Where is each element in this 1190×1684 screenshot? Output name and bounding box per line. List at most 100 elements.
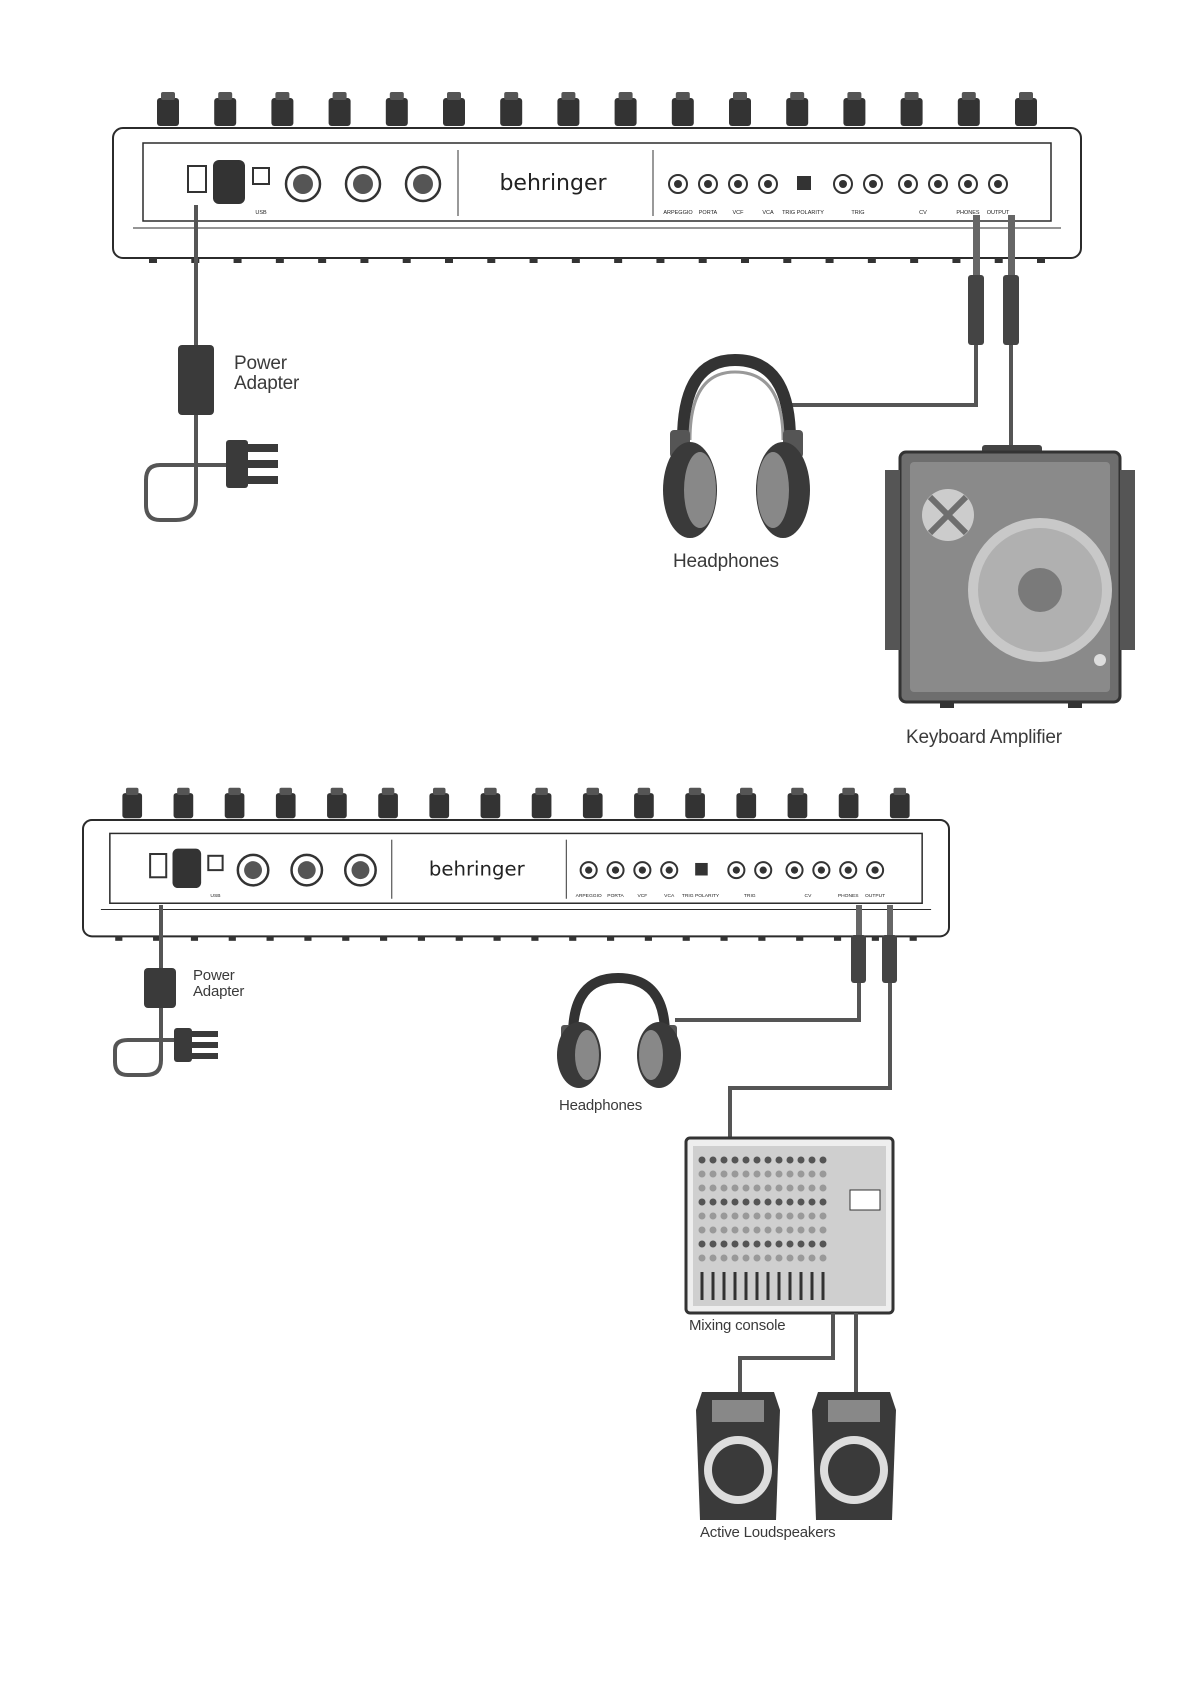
foot bbox=[403, 258, 411, 263]
mixer-fader bbox=[723, 1272, 726, 1300]
knob bbox=[214, 98, 236, 126]
mixing-console-label: Mixing console bbox=[689, 1318, 785, 1334]
knob-cap bbox=[894, 788, 907, 795]
mixer-knob bbox=[732, 1213, 739, 1220]
mixer-fader bbox=[712, 1272, 715, 1300]
mixer-knob bbox=[710, 1199, 717, 1206]
midi-socket-inner bbox=[293, 174, 313, 194]
mixer-knob bbox=[699, 1185, 706, 1192]
power-switch bbox=[213, 160, 245, 204]
knob bbox=[386, 98, 408, 126]
mixer-fader bbox=[822, 1272, 825, 1300]
power-jack bbox=[188, 166, 206, 192]
mixer-knob bbox=[743, 1171, 750, 1178]
mixer-knob bbox=[732, 1199, 739, 1206]
jack-inner bbox=[612, 867, 619, 874]
mixer-knob bbox=[721, 1241, 728, 1248]
mixer-knob bbox=[699, 1255, 706, 1262]
mixer-knob bbox=[754, 1227, 761, 1234]
mixer-knob bbox=[765, 1227, 772, 1234]
power-adapter-label-1: Power Adapter bbox=[234, 354, 299, 394]
knob-cap bbox=[218, 92, 232, 100]
headphones-1 bbox=[663, 360, 810, 538]
knob-cap bbox=[535, 788, 548, 795]
mixer-knob bbox=[721, 1171, 728, 1178]
knob-cap bbox=[847, 92, 861, 100]
foot bbox=[267, 936, 274, 940]
mixer-knob bbox=[820, 1241, 827, 1248]
foot bbox=[530, 258, 538, 263]
foot bbox=[783, 258, 791, 263]
mixer-knob bbox=[710, 1171, 717, 1178]
brand-logo: behringer bbox=[429, 857, 526, 880]
foot bbox=[796, 936, 803, 940]
mixer-knob bbox=[732, 1241, 739, 1248]
panel-label: USB bbox=[255, 210, 267, 216]
mixer-display bbox=[850, 1190, 880, 1210]
mixer-knob bbox=[765, 1171, 772, 1178]
foot bbox=[191, 936, 198, 940]
knob-cap bbox=[561, 92, 575, 100]
knob bbox=[890, 793, 910, 818]
mixer-knob bbox=[798, 1185, 805, 1192]
panel-label: VCF bbox=[637, 893, 647, 899]
mixer-knob bbox=[798, 1171, 805, 1178]
panel-label: TRIG POLARITY bbox=[682, 893, 720, 899]
mixer-knob bbox=[732, 1255, 739, 1262]
mixer-knob bbox=[754, 1255, 761, 1262]
mixer-knob bbox=[765, 1157, 772, 1164]
mixer-knob bbox=[787, 1171, 794, 1178]
mixer-fader bbox=[789, 1272, 792, 1300]
panel-label: OUTPUT bbox=[865, 893, 885, 899]
foot bbox=[494, 936, 501, 940]
knob-cap bbox=[586, 788, 599, 795]
panel-label: OUTPUT bbox=[987, 210, 1010, 216]
knob-cap bbox=[619, 92, 633, 100]
panel-label: TRIG bbox=[851, 210, 864, 216]
knob bbox=[429, 793, 449, 818]
mixer-knob bbox=[699, 1171, 706, 1178]
knob-cap bbox=[275, 92, 289, 100]
mixer-knob bbox=[699, 1199, 706, 1206]
knob bbox=[685, 793, 705, 818]
foot bbox=[418, 936, 425, 940]
knob bbox=[481, 793, 501, 818]
midi-socket-inner bbox=[413, 174, 433, 194]
knob bbox=[634, 793, 654, 818]
mixer-knob bbox=[743, 1199, 750, 1206]
mixer-fader bbox=[778, 1272, 781, 1300]
foot bbox=[572, 258, 580, 263]
jack-inner bbox=[994, 180, 1002, 188]
trig-polarity-switch bbox=[695, 863, 708, 876]
mixer-knob bbox=[754, 1241, 761, 1248]
knob-cap bbox=[279, 788, 292, 795]
mixer-knob bbox=[820, 1185, 827, 1192]
knob-cap bbox=[484, 788, 497, 795]
power-adapter-label-2: Power Adapter bbox=[193, 968, 244, 1000]
foot bbox=[115, 936, 122, 940]
mixer-knob bbox=[820, 1171, 827, 1178]
knob bbox=[157, 98, 179, 126]
mixer-knob bbox=[765, 1199, 772, 1206]
mixer-knob bbox=[809, 1241, 816, 1248]
foot bbox=[834, 936, 841, 940]
knob bbox=[327, 793, 347, 818]
panel-label: PORTA bbox=[699, 210, 718, 216]
mixer-knob bbox=[754, 1157, 761, 1164]
foot bbox=[952, 258, 960, 263]
knob-cap bbox=[962, 92, 976, 100]
foot bbox=[741, 258, 749, 263]
midi-socket-inner bbox=[244, 861, 262, 879]
mixer-knob bbox=[743, 1213, 750, 1220]
knob bbox=[786, 98, 808, 126]
knob bbox=[557, 98, 579, 126]
knob-cap bbox=[504, 92, 518, 100]
mixer-fader bbox=[701, 1272, 704, 1300]
jack-inner bbox=[845, 867, 852, 874]
foot bbox=[995, 258, 1003, 263]
midi-socket-inner bbox=[298, 861, 316, 879]
knob-cap bbox=[638, 788, 651, 795]
jack-inner bbox=[585, 867, 592, 874]
mixer-knob bbox=[721, 1157, 728, 1164]
mixer-knob bbox=[798, 1199, 805, 1206]
